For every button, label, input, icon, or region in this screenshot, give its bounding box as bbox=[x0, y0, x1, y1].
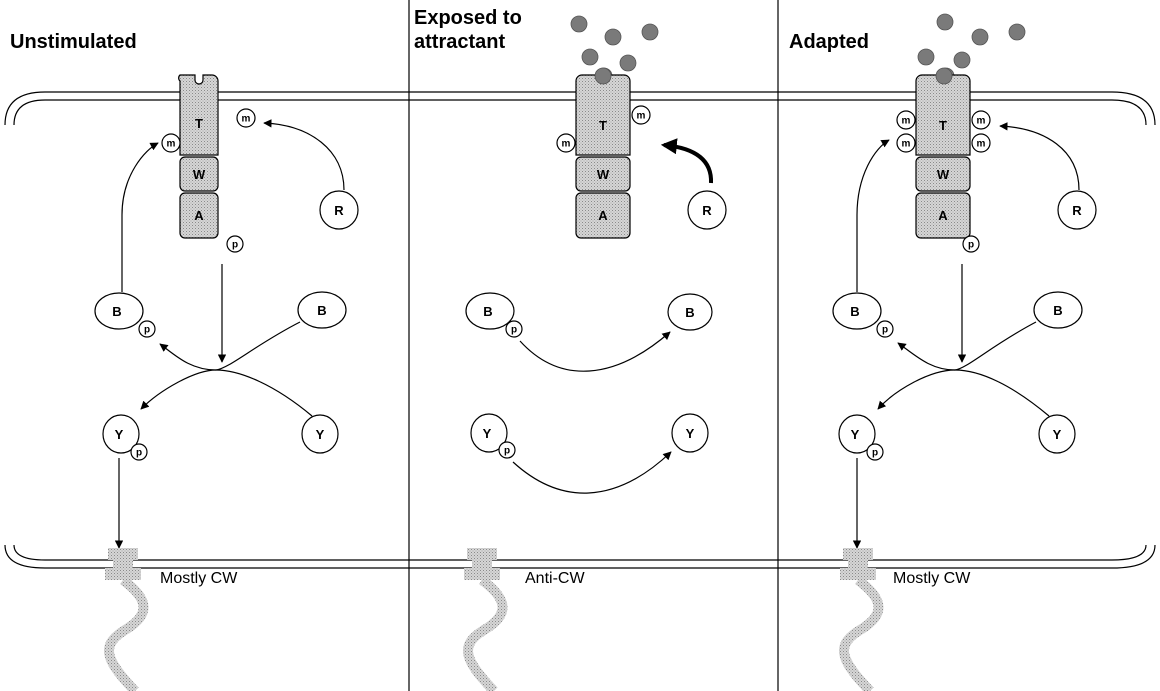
methyl-group: m bbox=[557, 134, 575, 152]
methylation-arrow bbox=[264, 123, 344, 190]
cheB-phosphorylation-arrow bbox=[898, 322, 1036, 370]
svg-text:p: p bbox=[882, 325, 888, 336]
motor-rotation-label: Anti-CW bbox=[525, 570, 585, 587]
flagellar-motor bbox=[840, 548, 879, 691]
enhanced-methylation-arrow bbox=[664, 145, 711, 183]
svg-text:Y: Y bbox=[316, 427, 325, 442]
svg-text:B: B bbox=[317, 303, 326, 318]
cheR-node: R bbox=[1058, 191, 1096, 229]
phosphate-group: p bbox=[867, 444, 883, 460]
svg-text:Y: Y bbox=[851, 427, 860, 442]
cheY-node: Y bbox=[1039, 415, 1075, 453]
cheB-dephosphorylation-arrow bbox=[520, 332, 670, 371]
flagellar-motor bbox=[464, 548, 503, 691]
cheW-label: W bbox=[193, 167, 206, 182]
svg-text:m: m bbox=[902, 116, 911, 127]
phosphate-group: p bbox=[227, 236, 243, 252]
svg-text:p: p bbox=[511, 325, 517, 336]
svg-text:R: R bbox=[1072, 203, 1082, 218]
svg-text:Y: Y bbox=[686, 426, 695, 441]
receptor-T-label: T bbox=[939, 118, 947, 133]
svg-text:p: p bbox=[136, 448, 142, 459]
cheR-node: R bbox=[320, 191, 358, 229]
cheA-label: A bbox=[938, 208, 948, 223]
svg-text:p: p bbox=[872, 448, 878, 459]
methyl-group: m bbox=[162, 134, 180, 152]
attractant-molecules bbox=[918, 14, 1025, 84]
svg-text:B: B bbox=[483, 304, 492, 319]
bound-attractant bbox=[936, 68, 952, 84]
svg-text:B: B bbox=[850, 304, 859, 319]
svg-text:p: p bbox=[968, 240, 974, 251]
svg-text:B: B bbox=[112, 304, 121, 319]
panel-title: Adapted bbox=[789, 31, 869, 53]
svg-text:m: m bbox=[167, 139, 176, 150]
svg-text:Y: Y bbox=[115, 427, 124, 442]
svg-text:Y: Y bbox=[483, 426, 492, 441]
panel-title-line-2: attractant bbox=[414, 31, 505, 53]
bound-attractant bbox=[595, 68, 611, 84]
svg-text:R: R bbox=[702, 203, 712, 218]
cheB-phosphorylated: B bbox=[466, 293, 514, 329]
inner-membrane bbox=[5, 545, 1155, 568]
cheB-node: B bbox=[298, 292, 346, 328]
panel-title-line-1: Exposed to bbox=[414, 7, 522, 29]
methyl-group: m bbox=[897, 111, 915, 129]
cheY-node: Y bbox=[302, 415, 338, 453]
cheA-label: A bbox=[194, 208, 204, 223]
cheW-label: W bbox=[597, 167, 610, 182]
cheB-phosphorylated: B bbox=[95, 293, 143, 329]
phosphate-group: p bbox=[499, 442, 515, 458]
cheB-node: B bbox=[1034, 292, 1082, 328]
svg-text:m: m bbox=[637, 111, 646, 122]
methyl-group: m bbox=[897, 134, 915, 152]
panel-adapted: Adapted T W A m m m m p R B p B Y p bbox=[789, 14, 1096, 691]
svg-text:R: R bbox=[334, 203, 344, 218]
cheW-label: W bbox=[937, 167, 950, 182]
cheY-phosphorylation-arrow bbox=[878, 370, 1049, 416]
svg-text:m: m bbox=[977, 116, 986, 127]
cheY-node: Y bbox=[672, 414, 708, 452]
cheA-label: A bbox=[598, 208, 608, 223]
panel-title: Unstimulated bbox=[10, 31, 137, 53]
svg-text:p: p bbox=[232, 240, 238, 251]
demethylation-arrow bbox=[122, 143, 158, 292]
svg-text:p: p bbox=[144, 325, 150, 336]
cheY-phosphorylation-arrow bbox=[141, 370, 312, 416]
svg-text:m: m bbox=[242, 114, 251, 125]
methylation-arrow bbox=[1000, 126, 1079, 190]
cheY-dephosphorylation-arrow bbox=[513, 452, 671, 493]
methyl-group: m bbox=[972, 111, 990, 129]
methyl-group: m bbox=[237, 109, 255, 127]
receptor-T-label: T bbox=[599, 118, 607, 133]
phosphate-group: p bbox=[877, 321, 893, 337]
cheB-phosphorylated: B bbox=[833, 293, 881, 329]
svg-text:Y: Y bbox=[1053, 427, 1062, 442]
phosphate-group: p bbox=[506, 321, 522, 337]
methyl-group: m bbox=[632, 106, 650, 124]
svg-text:B: B bbox=[1053, 303, 1062, 318]
svg-text:m: m bbox=[977, 139, 986, 150]
motor-rotation-label: Mostly CW bbox=[893, 570, 971, 587]
cheB-phosphorylation-arrow bbox=[160, 322, 300, 370]
cheB-node: B bbox=[668, 294, 712, 330]
demethylation-arrow bbox=[857, 140, 889, 292]
cheR-node: R bbox=[688, 191, 726, 229]
panel-exposed: Exposed to attractant T W A m m R B p B … bbox=[414, 7, 726, 691]
svg-text:B: B bbox=[685, 305, 694, 320]
svg-text:p: p bbox=[504, 446, 510, 457]
svg-text:m: m bbox=[902, 139, 911, 150]
receptor-T-label: T bbox=[195, 116, 203, 131]
svg-text:m: m bbox=[562, 139, 571, 150]
attractant-molecules bbox=[571, 16, 658, 84]
phosphate-group: p bbox=[963, 236, 979, 252]
methyl-group: m bbox=[972, 134, 990, 152]
motor-rotation-label: Mostly CW bbox=[160, 570, 238, 587]
panel-unstimulated: Unstimulated T W A m m p R B p B Y p Y bbox=[10, 31, 358, 691]
phosphate-group: p bbox=[131, 444, 147, 460]
phosphate-group: p bbox=[139, 321, 155, 337]
flagellar-motor bbox=[105, 548, 144, 691]
